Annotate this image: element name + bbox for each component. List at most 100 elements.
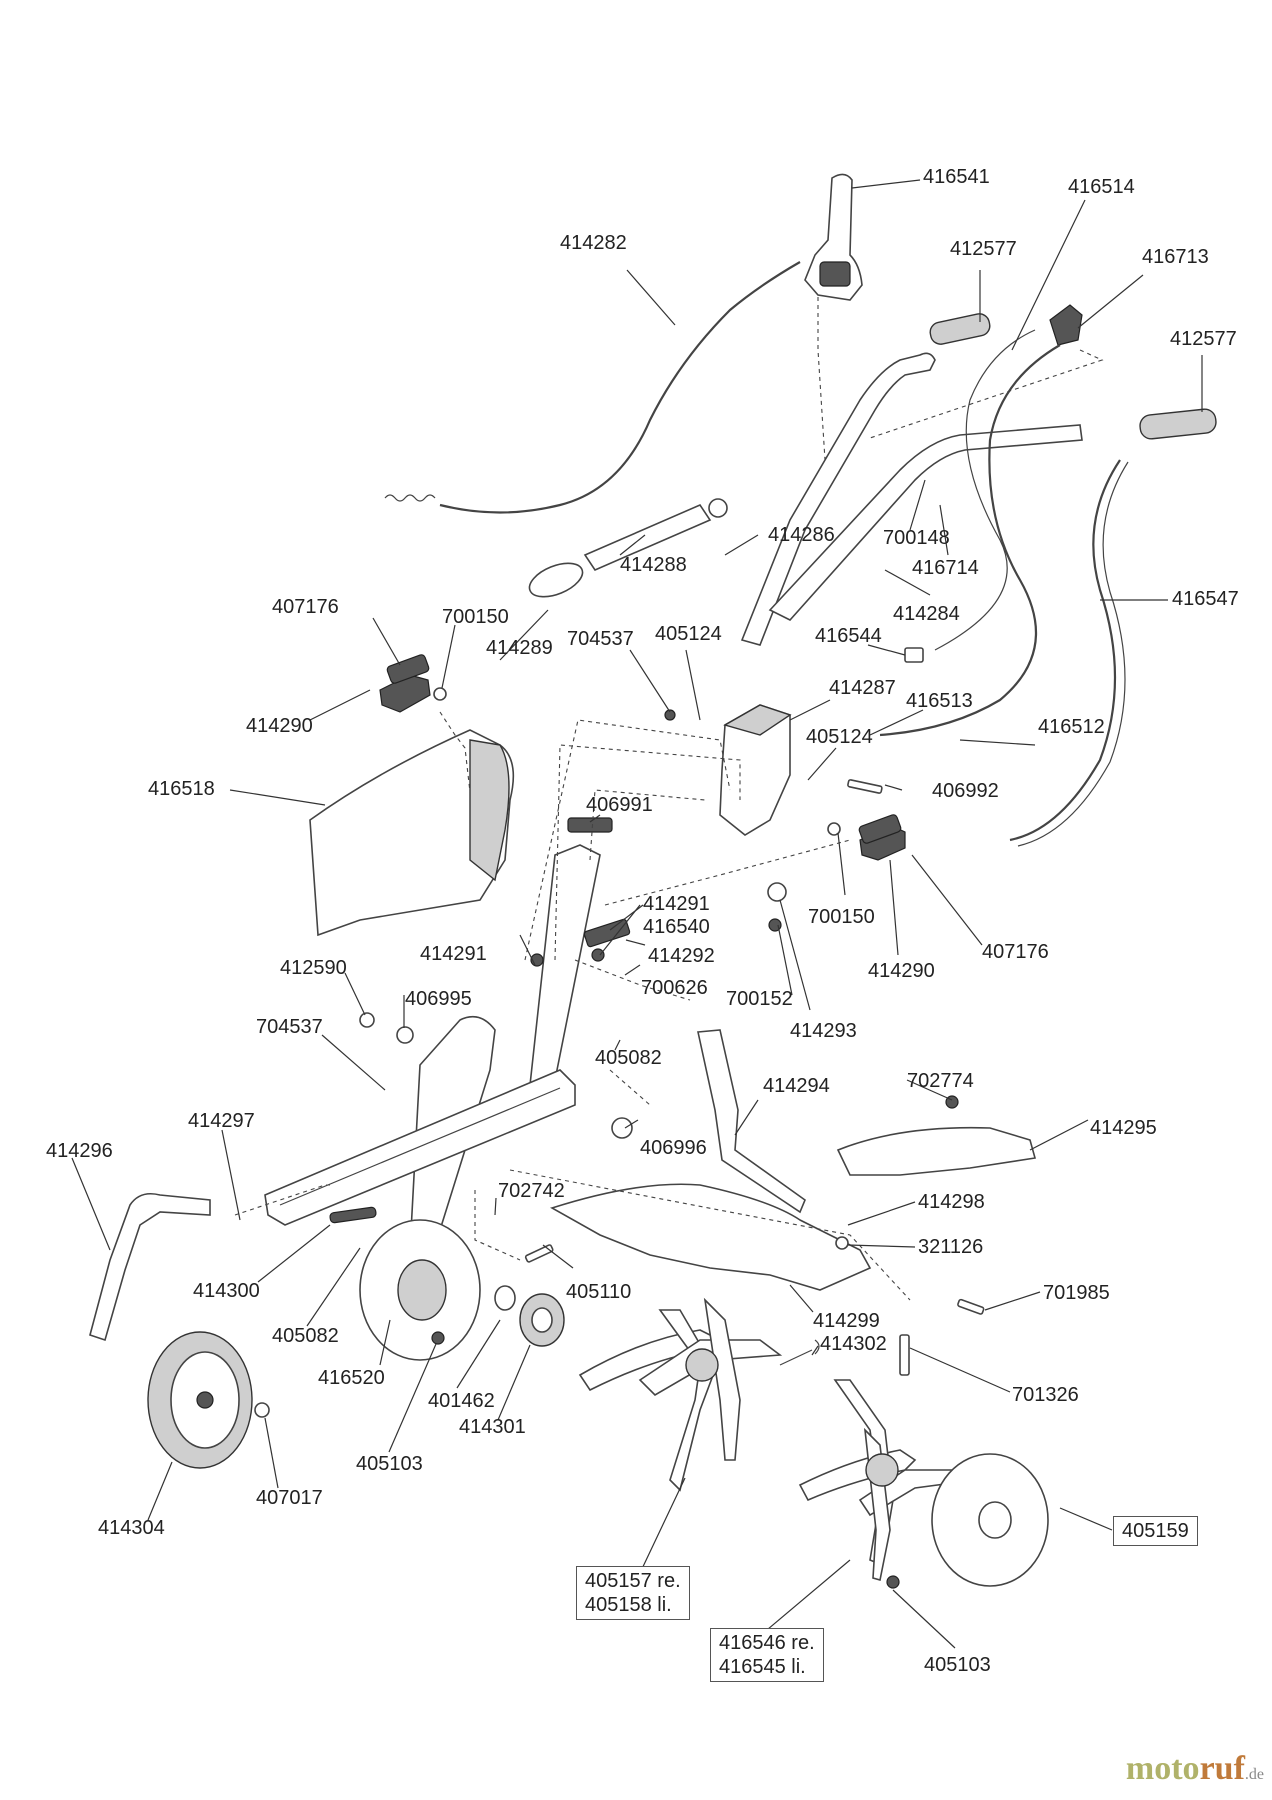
watermark-suffix: .de [1244, 1766, 1264, 1783]
part-label: 414290 [246, 715, 313, 737]
handlebar-tube [740, 352, 936, 646]
right-grip [1139, 408, 1217, 440]
boxed-part-label: 405157 re. 405158 li. [576, 1566, 690, 1620]
part-label: 704537 [256, 1016, 323, 1038]
part-label: 412577 [1170, 328, 1237, 350]
wheel-bracket-414296 [89, 1192, 211, 1342]
part-label: 414302 [820, 1333, 887, 1355]
washer-700152 [767, 882, 787, 902]
part-label: 414284 [893, 603, 960, 625]
bracket-416540 [583, 918, 631, 948]
nut-405103 [431, 1331, 445, 1345]
part-label: 416544 [815, 625, 882, 647]
part-label: 414298 [918, 1191, 985, 1213]
pulley-hub [531, 1307, 553, 1333]
transport-wheel [89, 1192, 253, 1469]
tine-blade [638, 1339, 783, 1397]
leader-lines [71, 179, 1203, 1649]
cables [384, 261, 1129, 847]
shift-knob [528, 562, 584, 598]
part-label: 414304 [98, 1517, 165, 1539]
boxed-part-line: 405157 re. [585, 1570, 681, 1592]
bolt-406992 [847, 779, 883, 794]
shift-pivot [708, 498, 728, 518]
skid-plate-small [836, 1126, 1037, 1176]
lever-bracket [1049, 304, 1083, 346]
part-label: 701985 [1043, 1282, 1110, 1304]
left-grip [929, 313, 991, 345]
part-label: 321126 [918, 1236, 984, 1258]
washer-406995 [396, 1026, 414, 1044]
washer-700150b [827, 822, 841, 836]
part-label: 412590 [280, 957, 347, 979]
part-label: 405124 [806, 726, 873, 748]
washer-412590 [359, 1012, 375, 1028]
part-label: 405124 [655, 623, 722, 645]
clutch-cable [879, 344, 1061, 737]
part-label: 414294 [763, 1075, 830, 1097]
part-label: 700148 [883, 527, 950, 549]
part-label: 414295 [1090, 1117, 1157, 1139]
part-label: 414290 [868, 960, 935, 982]
wheel-hub [196, 1391, 214, 1409]
watermark-brand-a: moto [1125, 1750, 1200, 1787]
pedal-414290-right [858, 814, 902, 844]
part-label: 412577 [950, 238, 1017, 260]
part-label: 416513 [906, 690, 973, 712]
part-label: 406995 [405, 988, 472, 1010]
part-label: 414296 [46, 1140, 113, 1162]
boxed-part-label: 416546 re. 416545 li. [710, 1628, 824, 1682]
part-label: 414300 [193, 1280, 260, 1302]
part-label: 406996 [640, 1137, 707, 1159]
boxed-part-line: 416546 re. [719, 1632, 815, 1654]
throttle-cable-spring [384, 494, 436, 502]
washer-321126 [835, 1236, 849, 1250]
part-label: 416540 [643, 916, 710, 938]
drive-gear [359, 1219, 565, 1361]
bolt-701985 [957, 1298, 985, 1315]
throttle-lever-body [819, 261, 851, 287]
engine-cover-shade [469, 739, 510, 882]
watermark-brand-b: ruf [1199, 1750, 1245, 1787]
tine-blade [703, 1297, 741, 1461]
part-label: 416713 [1142, 246, 1209, 268]
rod-414294 [697, 1029, 806, 1214]
pin-414302 [779, 1339, 820, 1366]
part-label: 405082 [595, 1047, 662, 1069]
skid-plates [550, 1126, 1037, 1291]
part-label: 405082 [272, 1325, 339, 1347]
washer-700150 [433, 687, 447, 701]
part-label: 700152 [726, 988, 793, 1010]
part-label: 414301 [459, 1416, 526, 1438]
tine-hub [865, 1453, 899, 1487]
assembly-dashed-lines [234, 297, 1104, 1301]
part-label: 401462 [428, 1390, 495, 1412]
part-label: 414289 [486, 637, 553, 659]
part-label: 405110 [566, 1281, 632, 1303]
part-label: 406991 [586, 794, 653, 816]
shift-rod [583, 503, 712, 572]
washer-407017 [254, 1402, 270, 1418]
accelerator-cable-spiral [1009, 459, 1121, 842]
part-label: 407017 [256, 1487, 323, 1509]
vertical-column [529, 844, 601, 1086]
nut-405103b [886, 1575, 900, 1589]
part-label: 416514 [1068, 176, 1135, 198]
block-406991 [567, 817, 613, 833]
tine-set-left [578, 1297, 783, 1492]
part-label: 414288 [620, 554, 687, 576]
frame [264, 844, 601, 1252]
part-label: 416541 [923, 166, 990, 188]
shift-lever [528, 498, 728, 598]
accelerator-cable-spiral-outer [1017, 461, 1129, 847]
engine-cover [309, 729, 515, 937]
throttle-cable [439, 261, 801, 514]
part-label: 414286 [768, 524, 835, 546]
tine-hub [685, 1348, 719, 1382]
small-parts [254, 647, 985, 1589]
clutch-cable-inner [934, 329, 1036, 651]
part-label: 414297 [188, 1110, 255, 1132]
part-label: 406992 [932, 780, 999, 802]
